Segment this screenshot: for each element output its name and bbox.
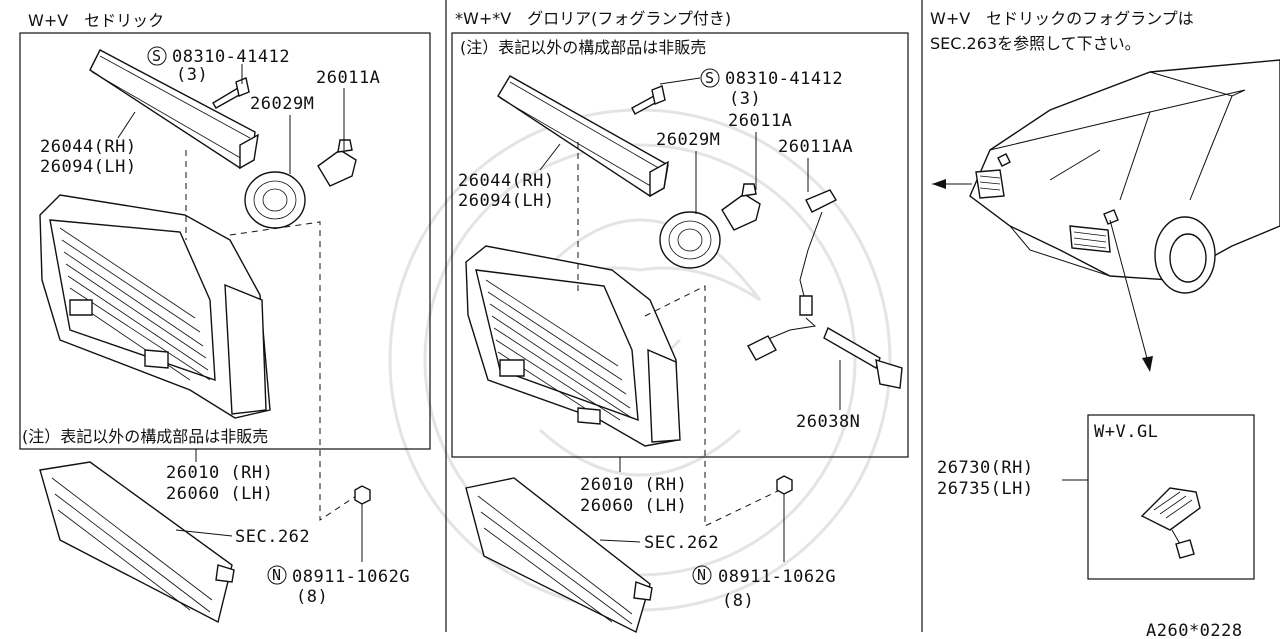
left-screw-symbol: S <box>152 47 161 65</box>
middle-screw-part <box>631 85 666 115</box>
left-bulb-label: 26011A <box>316 68 380 88</box>
left-bracket-part <box>89 49 259 170</box>
middle-lamp-lh-label: 26060 (LH) <box>580 496 687 516</box>
left-bracket-leader <box>117 111 136 139</box>
left-sec-label: SEC.262 <box>235 527 310 547</box>
left-nut-qty: (8) <box>296 587 328 607</box>
left-screw-qty: (3) <box>176 65 208 85</box>
middle-headlamp-part <box>465 245 681 447</box>
middle-bracket-leader <box>539 143 561 171</box>
middle-lamp-rh-label: 26010 (RH) <box>580 475 687 495</box>
middle-panel-note: (注）表記以外の構成部品は非販売 <box>460 38 706 57</box>
left-socket-part <box>244 171 306 229</box>
middle-sec-label: SEC.262 <box>644 533 719 553</box>
middle-bracket-rh-label: 26044(RH) <box>458 171 555 191</box>
middle-nut-part <box>776 475 793 495</box>
left-bracket-rh-label: 26044(RH) <box>40 137 137 157</box>
left-screw-label: 08310-41412 <box>172 47 290 67</box>
middle-bezel-part <box>465 477 653 634</box>
right-panel: W+V セドリックのフォグランプは SEC.263を参照して下さい。 W+V.G… <box>930 9 1280 580</box>
marker-lh-label: 26735(LH) <box>937 479 1034 499</box>
left-nut-n-icon <box>267 565 287 585</box>
arrow-to-marker-head <box>1142 356 1153 372</box>
left-bulb-part <box>317 139 357 187</box>
middle-screw-leader <box>659 77 701 85</box>
left-dash-nut <box>229 221 357 521</box>
middle-harness-label: 26038N <box>796 412 860 432</box>
middle-screw-s-icon <box>700 68 720 88</box>
left-nut-symbol: N <box>272 566 281 584</box>
middle-dash-nut <box>644 285 781 527</box>
left-nut-part <box>354 485 371 505</box>
right-panel-note-line1: W+V セドリックのフォグランプは <box>930 9 1194 28</box>
left-assembly-frame <box>19 32 431 450</box>
left-headlamp-part <box>39 194 271 419</box>
arrow-to-headlamp-head <box>932 179 946 189</box>
middle-screw-label: 08310-41412 <box>725 69 843 89</box>
car-front-illustration <box>969 59 1280 294</box>
left-screw-s-icon <box>147 46 167 66</box>
middle-fog-bulb-part <box>799 189 837 316</box>
marker-inset-frame <box>1087 414 1255 580</box>
left-panel-note: (注）表記以外の構成部品は非販売 <box>22 427 268 446</box>
left-panel-title: W+V セドリック <box>28 11 164 30</box>
middle-bracket-lh-label: 26094(LH) <box>458 191 555 211</box>
diagram-code: A260*0228 <box>1146 621 1243 639</box>
middle-sec-leader <box>599 539 641 543</box>
middle-nut-n-icon <box>692 565 712 585</box>
middle-harness-part <box>747 317 903 389</box>
left-screw-part <box>212 77 250 109</box>
middle-panel-title: *W+*V グロリア(フォグランプ付き) <box>455 9 731 28</box>
marker-inset-title: W+V.GL <box>1094 422 1158 442</box>
middle-nut-symbol: N <box>697 566 706 584</box>
middle-bulb-label: 26011A <box>728 111 792 131</box>
left-bezel-part <box>39 461 235 624</box>
arrow-to-marker <box>1109 219 1149 363</box>
middle-fog-bulb-label: 26011AA <box>778 137 853 157</box>
right-panel-note-line2: SEC.263を参照して下さい。 <box>930 34 1141 53</box>
middle-screw-symbol: S <box>705 69 714 87</box>
left-sec-leader <box>175 529 233 537</box>
marker-lamp-part <box>1140 487 1201 559</box>
left-socket-label: 26029M <box>250 94 314 114</box>
middle-assembly-frame <box>451 32 909 458</box>
left-bracket-lh-label: 26094(LH) <box>40 157 137 177</box>
middle-screw-qty: (3) <box>729 89 761 109</box>
left-lamp-lh-label: 26060 (LH) <box>166 484 273 504</box>
middle-socket-part <box>659 211 721 269</box>
middle-nut-label: 08911-1062G <box>718 567 836 587</box>
left-panel: W+V セドリック <box>19 11 431 624</box>
middle-bracket-part <box>497 75 669 198</box>
middle-panel: *W+*V グロリア(フォグランプ付き) (注）表記以外の構成部品は非販売 <box>451 9 909 634</box>
middle-bulb-part <box>721 183 761 231</box>
middle-socket-label: 26029M <box>656 130 720 150</box>
middle-nut-qty: (8) <box>722 591 754 611</box>
left-lamp-rh-label: 26010 (RH) <box>166 463 273 483</box>
left-nut-label: 08911-1062G <box>292 567 410 587</box>
marker-rh-label: 26730(RH) <box>937 458 1034 478</box>
